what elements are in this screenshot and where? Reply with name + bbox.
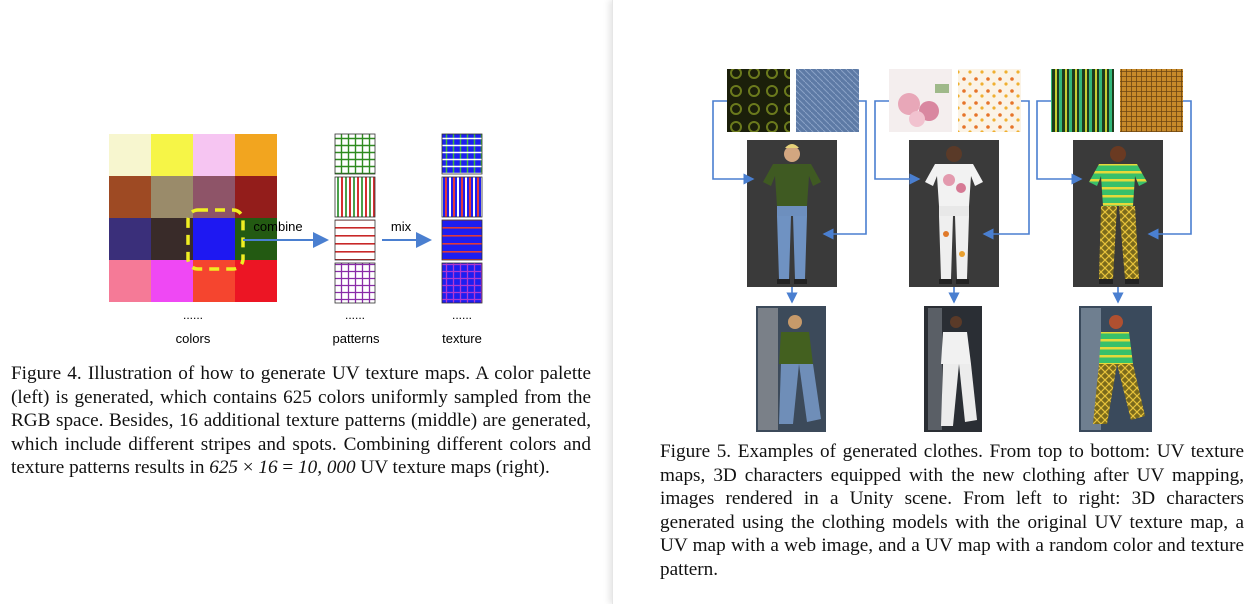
palette-swatch bbox=[109, 176, 151, 218]
figure-4-illustration: combine mix ...... ...... ...... colors … bbox=[109, 133, 483, 346]
palette-swatch bbox=[235, 134, 277, 176]
mix-label: mix bbox=[391, 219, 412, 234]
unity-render-3 bbox=[1079, 306, 1152, 432]
texture-map-4 bbox=[441, 262, 483, 304]
texture-map-1 bbox=[441, 133, 483, 175]
figure-4-caption-body: Illustration of how to generate UV textu… bbox=[11, 363, 592, 479]
palette-swatch bbox=[193, 134, 235, 176]
pattern-purple-grid bbox=[334, 262, 376, 304]
figure-4-caption-tail: UV texture maps (right). bbox=[360, 457, 550, 479]
figure-5-illustration bbox=[712, 69, 1192, 432]
unity-render-1 bbox=[756, 306, 826, 432]
palette-swatch bbox=[235, 176, 277, 218]
figure-4-caption-prefix: Figure 4. bbox=[11, 363, 82, 384]
figure-4-caption: Figure 4. Illustration of how to generat… bbox=[11, 362, 591, 480]
math-times: × bbox=[242, 457, 254, 479]
figure-5-caption: Figure 5. Examples of generated clothes.… bbox=[660, 440, 1244, 582]
combine-label: combine bbox=[253, 219, 302, 234]
texture-map-2 bbox=[441, 176, 483, 218]
color-palette-grid bbox=[109, 134, 277, 302]
texture-column bbox=[441, 133, 483, 304]
connector-arrows bbox=[712, 100, 1192, 304]
uv-map-row bbox=[727, 69, 1183, 132]
figure-5-caption-body: Examples of generated clothes. From top … bbox=[660, 441, 1245, 580]
palette-swatch bbox=[151, 134, 193, 176]
unity-render-2 bbox=[924, 306, 982, 432]
pattern-vertical-stripes bbox=[334, 176, 376, 218]
patterns-column bbox=[334, 133, 376, 304]
uv-map-original-1 bbox=[727, 69, 790, 132]
math-625: 625 bbox=[209, 457, 238, 479]
palette-swatch bbox=[193, 260, 235, 302]
uv-map-random-grid bbox=[1120, 69, 1183, 132]
palette-swatch bbox=[235, 260, 277, 302]
texture-label: texture bbox=[442, 331, 482, 346]
character-3 bbox=[1073, 140, 1163, 287]
palette-swatch bbox=[151, 218, 193, 260]
character-1 bbox=[747, 140, 837, 287]
uv-map-web-dots bbox=[958, 69, 1021, 132]
palette-swatch bbox=[109, 260, 151, 302]
pattern-horizontal-stripes bbox=[334, 219, 376, 261]
colors-label: colors bbox=[176, 331, 211, 346]
math-10000: 10, 000 bbox=[298, 457, 356, 479]
palette-swatch bbox=[193, 218, 235, 260]
figure-5-caption-prefix: Figure 5. bbox=[660, 441, 732, 462]
patterns-ellipsis: ...... bbox=[345, 308, 365, 322]
colors-ellipsis: ...... bbox=[183, 308, 203, 322]
texture-ellipsis: ...... bbox=[452, 308, 472, 322]
patterns-label: patterns bbox=[333, 331, 380, 346]
math-equals: = bbox=[282, 457, 294, 479]
texture-map-3 bbox=[441, 219, 483, 261]
palette-swatch bbox=[151, 176, 193, 218]
figure-4-panel: combine mix ...... ...... ...... colors … bbox=[0, 0, 604, 604]
uv-map-random-stripes bbox=[1051, 69, 1114, 132]
math-16: 16 bbox=[258, 457, 278, 479]
palette-swatch bbox=[109, 134, 151, 176]
palette-swatch bbox=[151, 260, 193, 302]
figure-5-panel: Figure 5. Examples of generated clothes.… bbox=[612, 0, 1251, 604]
uv-map-web-flowers bbox=[889, 69, 952, 132]
character-2 bbox=[909, 140, 999, 287]
pattern-green-grid bbox=[334, 133, 376, 175]
uv-map-original-2 bbox=[796, 69, 859, 132]
palette-swatch bbox=[109, 218, 151, 260]
